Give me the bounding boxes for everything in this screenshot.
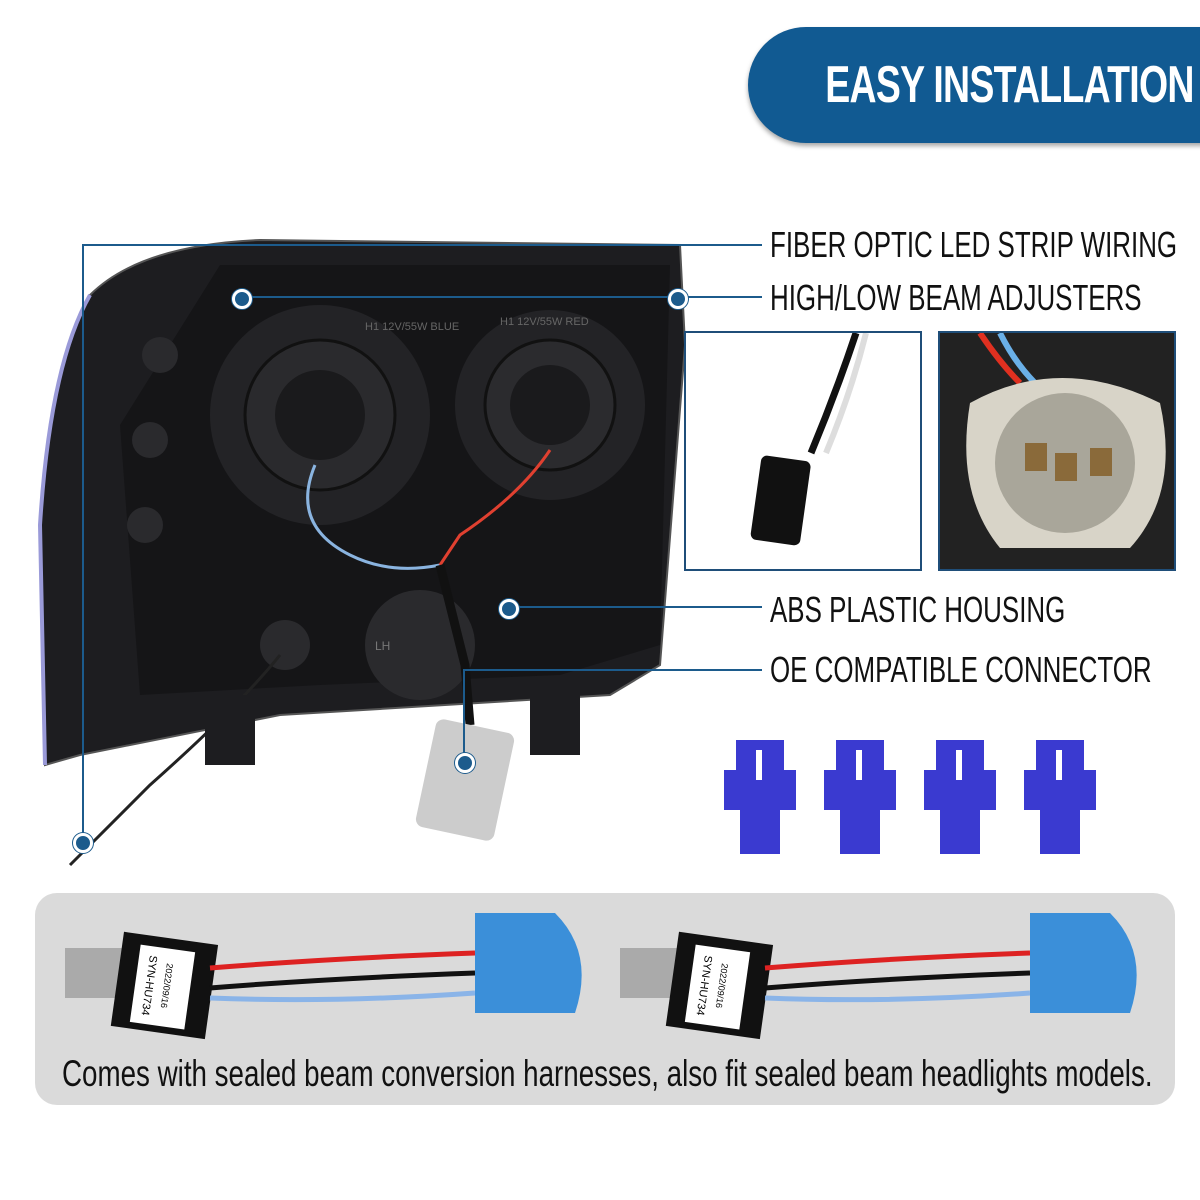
headlight-rear-image: H1 12V/55W BLUE H1 12V/55W RED LH <box>37 238 687 867</box>
callout-dot-connector <box>455 753 475 773</box>
inset-fiber-connector-photo <box>684 331 922 571</box>
side-marking: LH <box>375 639 390 653</box>
high-beam-marking: H1 12V/55W RED <box>500 316 589 328</box>
callout-label-housing: ABS PLASTIC HOUSING <box>770 589 1066 630</box>
callout-dot-fiber <box>73 833 93 853</box>
tap-connector <box>924 740 996 854</box>
callout-line-connector <box>463 669 762 671</box>
callout-label-adjusters: HIGH/LOW BEAM ADJUSTERS <box>770 277 1142 318</box>
callout-line-fiber-vertical <box>82 244 84 840</box>
conversion-harness-image: SYN-HU734 2022/09/16 SYN-HU734 2022/09/1… <box>65 913 1137 1040</box>
callout-label-fiber: FIBER OPTIC LED STRIP WIRING <box>770 224 1178 265</box>
callout-dot-adjuster-right <box>668 289 688 309</box>
tap-connector <box>1024 740 1096 854</box>
caption-text: Comes with sealed beam conversion harnes… <box>62 1053 1153 1094</box>
callout-line-housing <box>507 606 762 608</box>
header-banner: EASY INSTALLATION <box>748 27 1200 143</box>
inset-oe-connector-photo <box>938 331 1176 571</box>
harness-panel: SYN-HU734 2022/09/16 SYN-HU734 2022/09/1… <box>35 893 1175 1105</box>
tap-connector <box>824 740 896 854</box>
callout-line-adjusters <box>240 296 762 298</box>
callout-label-connector: OE COMPATIBLE CONNECTOR <box>770 649 1152 690</box>
callout-line-fiber <box>82 244 762 246</box>
header-title: EASY INSTALLATION <box>825 56 1195 114</box>
low-beam-marking: H1 12V/55W BLUE <box>365 321 459 333</box>
callout-dot-adjuster-left <box>232 289 252 309</box>
callout-line-connector-vertical <box>463 669 465 761</box>
tap-connector <box>724 740 796 854</box>
callout-dot-housing <box>499 599 519 619</box>
